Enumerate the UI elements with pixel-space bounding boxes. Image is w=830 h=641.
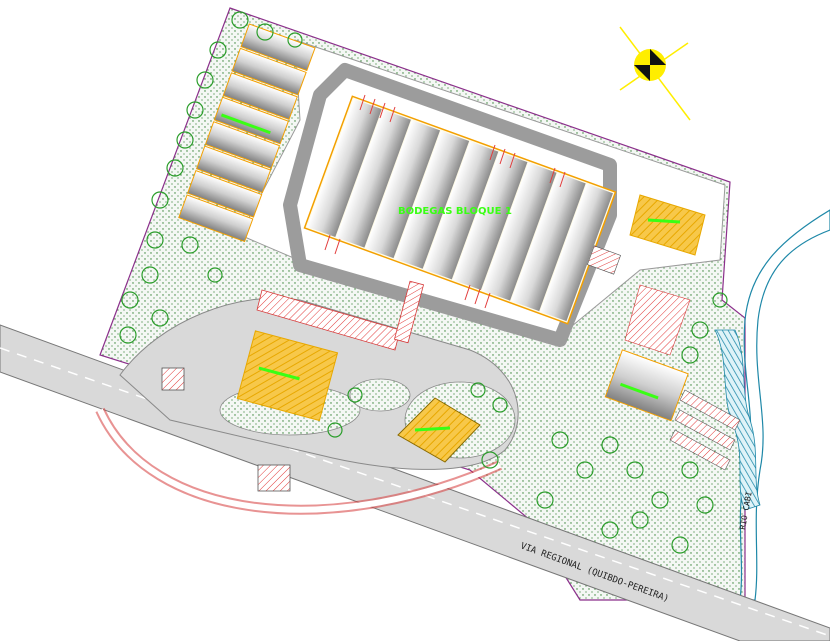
warehouse-block-1 bbox=[303, 95, 617, 325]
access-road-inner bbox=[97, 408, 502, 513]
trees bbox=[119, 11, 728, 554]
warehouse-row-west bbox=[178, 23, 316, 243]
parking-stalls bbox=[324, 94, 566, 309]
river bbox=[739, 209, 830, 601]
crosswalk-1 bbox=[257, 464, 291, 492]
front-parking bbox=[256, 289, 401, 351]
warehouse-southeast bbox=[604, 349, 689, 422]
ring-road bbox=[283, 63, 617, 347]
crosswalk-2 bbox=[161, 367, 185, 391]
pavilion bbox=[397, 397, 481, 463]
east-office bbox=[629, 194, 706, 256]
warehouse-block-label: BODEGAS BLOQUE 1 bbox=[398, 206, 512, 217]
crosswalk-east bbox=[587, 245, 621, 275]
central-hall bbox=[236, 330, 339, 422]
north-arrow-icon bbox=[619, 26, 691, 121]
plaza-green-mid bbox=[349, 378, 411, 412]
docks bbox=[669, 389, 741, 471]
entrance-walkway bbox=[393, 280, 425, 344]
east-parking bbox=[624, 284, 691, 356]
